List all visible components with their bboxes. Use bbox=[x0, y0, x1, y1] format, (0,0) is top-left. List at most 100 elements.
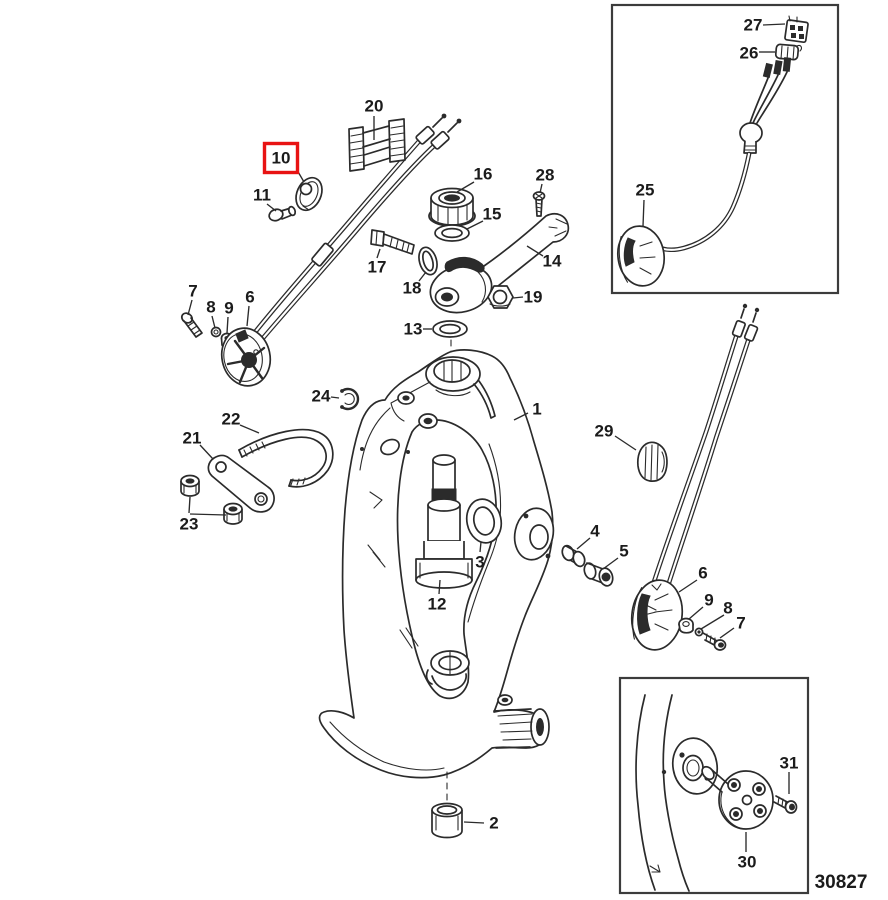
diagram-number: 30827 bbox=[815, 872, 868, 893]
callout-3-21: 3 bbox=[475, 553, 484, 572]
leader-line-9 bbox=[688, 606, 704, 620]
callout-28-4: 28 bbox=[536, 166, 555, 185]
leader-line-6 bbox=[678, 579, 698, 593]
highlight-box-part-10 bbox=[262, 141, 300, 175]
part-washer-15 bbox=[434, 224, 470, 242]
part-control-cables-right bbox=[649, 303, 760, 595]
callout-2-29: 2 bbox=[489, 814, 498, 833]
callout-9-26: 9 bbox=[704, 591, 713, 610]
callout-25-30: 25 bbox=[636, 181, 655, 200]
leader-line-17 bbox=[376, 248, 381, 259]
part-bracket-plate-21 bbox=[207, 454, 275, 513]
part-washer-9-right bbox=[678, 617, 694, 634]
leader-line-5 bbox=[602, 557, 619, 570]
leader-line-6 bbox=[246, 305, 250, 327]
callout-8-12: 8 bbox=[206, 298, 215, 317]
leader-line-28 bbox=[539, 183, 543, 194]
leader-line-19 bbox=[512, 296, 524, 299]
part-wire-terminals bbox=[749, 57, 792, 124]
part-washer-8-left bbox=[210, 326, 222, 338]
callout-16-3: 16 bbox=[474, 165, 493, 184]
callout-26-31: 26 bbox=[740, 44, 759, 63]
part-trim-sender-6-right bbox=[630, 579, 684, 651]
part-u-bolt-22 bbox=[238, 428, 334, 488]
callout-14-8: 14 bbox=[543, 252, 562, 271]
callout-6-14: 6 bbox=[245, 288, 254, 307]
leader-line-16 bbox=[456, 181, 475, 193]
leader-line-2 bbox=[463, 821, 485, 824]
part-seal-3 bbox=[465, 498, 503, 544]
leader-line-4 bbox=[576, 537, 591, 550]
part-nut-23-b bbox=[223, 502, 243, 525]
leader-line-12 bbox=[438, 579, 441, 595]
callout-19-9: 19 bbox=[524, 288, 543, 307]
part-screw-7-left bbox=[180, 312, 203, 338]
inset-box-cable-assembly bbox=[610, 3, 840, 295]
leader-line-23 bbox=[189, 513, 227, 516]
leader-line-11 bbox=[266, 203, 277, 212]
callout-9-13: 9 bbox=[224, 299, 233, 318]
part-locknut-16 bbox=[428, 187, 476, 227]
leader-line-22 bbox=[239, 424, 260, 434]
part-ground-plate-30 bbox=[701, 765, 774, 830]
part-anchor-bracket-20 bbox=[348, 118, 406, 172]
part-screw-31 bbox=[773, 795, 798, 814]
part-washer-13 bbox=[432, 320, 468, 363]
part-plug-5 bbox=[583, 562, 614, 587]
inset-ground-plate bbox=[618, 676, 810, 895]
part-screw-7-right bbox=[702, 632, 727, 651]
callout-30-33: 30 bbox=[738, 853, 757, 872]
callout-7-11: 7 bbox=[188, 282, 197, 301]
part-nut-23-a bbox=[180, 474, 200, 497]
part-lockwasher-8-right bbox=[694, 627, 704, 637]
callout-5-24: 5 bbox=[619, 542, 628, 561]
leader-line-18 bbox=[418, 271, 427, 282]
callout-10-1: 10 bbox=[272, 149, 291, 168]
part-trim-sender-6-left bbox=[220, 327, 272, 387]
part-trim-sender-25 bbox=[616, 225, 666, 287]
leader-line-15 bbox=[466, 220, 484, 230]
leader-line-7 bbox=[187, 299, 193, 316]
callout-29-20: 29 bbox=[595, 422, 614, 441]
part-nut-19 bbox=[487, 285, 514, 309]
leader-line-14 bbox=[526, 245, 544, 257]
part-connector-27 bbox=[784, 15, 809, 44]
callout-22-16: 22 bbox=[222, 410, 241, 429]
callout-21-17: 21 bbox=[183, 429, 202, 448]
callout-6-25: 6 bbox=[698, 564, 707, 583]
part-cable-boot bbox=[739, 122, 763, 154]
leader-line-23 bbox=[188, 496, 191, 514]
leader-line-25 bbox=[642, 199, 645, 227]
callout-27-32: 27 bbox=[744, 16, 763, 35]
callout-23-18: 23 bbox=[180, 515, 199, 534]
callout-31-34: 31 bbox=[780, 754, 799, 773]
callout-12-22: 12 bbox=[428, 595, 447, 614]
leader-line-29 bbox=[614, 435, 637, 451]
part-gimbal-fragment bbox=[635, 694, 719, 892]
inset-box-ground-plate bbox=[618, 676, 810, 895]
callout-1-19: 1 bbox=[532, 400, 541, 419]
leader-line-9 bbox=[226, 316, 229, 334]
callout-20-0: 20 bbox=[365, 97, 384, 116]
callout-4-23: 4 bbox=[590, 522, 600, 541]
leader-line-21 bbox=[199, 444, 214, 460]
inset-trim-sender-cable bbox=[610, 3, 840, 295]
part-grommet-29 bbox=[636, 441, 668, 482]
leader-line-8 bbox=[700, 614, 725, 630]
leader-line-24 bbox=[330, 396, 340, 399]
leader-line-1 bbox=[513, 412, 529, 421]
part-snap-ring-24 bbox=[340, 387, 360, 411]
callout-18-7: 18 bbox=[403, 279, 422, 298]
leader-line-3 bbox=[479, 541, 482, 553]
part-cam-10 bbox=[295, 176, 323, 212]
part-screw-28 bbox=[532, 191, 546, 217]
callout-17-6: 17 bbox=[368, 258, 387, 277]
callout-13-10: 13 bbox=[404, 320, 423, 339]
part-steering-shaft-12 bbox=[415, 454, 473, 589]
part-connector-26 bbox=[774, 43, 802, 61]
callout-24-15: 24 bbox=[312, 387, 331, 406]
callout-11-2: 11 bbox=[253, 186, 271, 205]
